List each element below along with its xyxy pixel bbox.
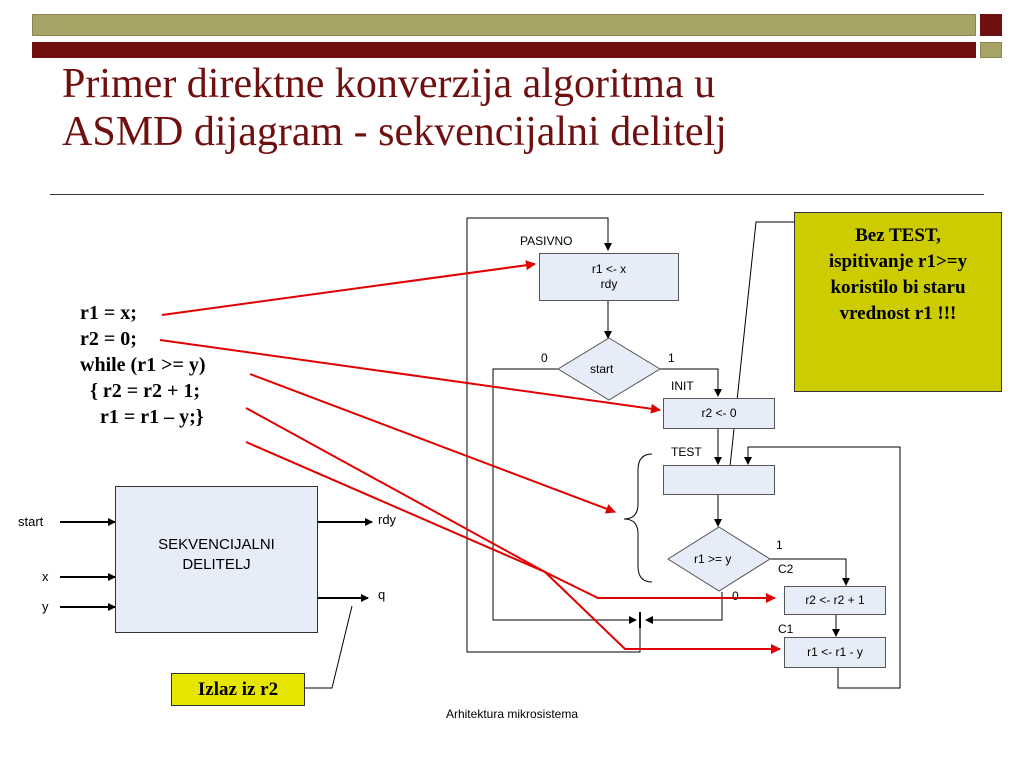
flow-cmp-no [645, 592, 723, 624]
divider-block: SEKVENCIJALNI DELITELJ [115, 486, 318, 633]
flow-start-yes [660, 368, 722, 397]
code-listing: r1 = x; r2 = 0; while (r1 >= y) { r2 = r… [80, 300, 206, 430]
map-while [249, 373, 616, 514]
pin-x-label: x [42, 569, 49, 584]
state-test-name: TEST [671, 445, 702, 459]
header-square-olive [980, 42, 1002, 58]
state-c1-op: r1 <- r1 - y [807, 645, 863, 659]
test-brace [623, 453, 653, 583]
pin-q-label: q [378, 587, 386, 602]
pin-start-label: start [18, 514, 44, 529]
decision-cmp-diamond [667, 526, 771, 592]
decision-cmp-no: 0 [732, 589, 739, 603]
code-line: r1 = x; [80, 302, 137, 324]
state-c1-box: r1 <- r1 - y [784, 637, 886, 668]
block-name-line2: DELITELJ [182, 556, 251, 573]
map-r1-x [161, 260, 536, 316]
output-note-leader [305, 605, 353, 689]
map-r2-0 [159, 339, 661, 414]
footer-text: Arhitektura mikrosistema [445, 707, 579, 721]
header-bar-olive [32, 14, 976, 36]
test-note-leader [728, 221, 794, 477]
flow-cmp-yes [770, 558, 850, 586]
state-init-box: r2 <- 0 [663, 398, 775, 429]
slide-title: Primer direktne konverzija algoritma u A… [62, 60, 1002, 156]
title-divider [50, 194, 984, 195]
state-c2-name: C2 [778, 562, 794, 576]
flow-start-no [492, 368, 637, 624]
state-pasivno-op1: r1 <- x [591, 262, 627, 276]
header-bar-red [32, 42, 976, 58]
pin-rdy-label: rdy [378, 512, 397, 527]
decision-cmp-yes: 1 [776, 538, 783, 552]
code-line: r2 = 0; [80, 328, 137, 350]
map-r1-dec [245, 441, 781, 654]
header-square-red [980, 14, 1002, 36]
pin-y-label: y [42, 599, 49, 614]
state-c2-box: r2 <- r2 + 1 [784, 586, 886, 615]
state-init-name: INIT [671, 379, 694, 393]
slide-title-line1: Primer direktne konverzija algoritma u [62, 61, 716, 107]
block-name-line1: SEKVENCIJALNI [158, 536, 275, 553]
test-note-line: vrednost r1 !!! [839, 303, 957, 324]
state-c1-name: C1 [778, 622, 794, 636]
test-note-line: koristilo bi staru [830, 277, 966, 298]
test-note-line: Bez TEST, [855, 225, 941, 246]
test-note-line: ispitivanje r1>=y [828, 251, 968, 272]
flow-c1-test [744, 446, 901, 689]
code-line: { r2 = r2 + 1; [80, 380, 201, 402]
output-note-callout: Izlaz iz r2 [171, 673, 305, 706]
state-init-op: r2 <- 0 [701, 406, 737, 420]
state-pasivno-op2: rdy [600, 277, 618, 291]
code-line: r1 = r1 – y;} [80, 406, 204, 428]
decision-start-yes: 1 [668, 351, 675, 365]
output-note-text: Izlaz iz r2 [197, 679, 279, 700]
state-pasivno-name: PASIVNO [520, 234, 573, 248]
decision-start-label: start [590, 362, 614, 376]
state-pasivno-box: r1 <- x rdy [539, 253, 679, 301]
test-note-callout: Bez TEST, ispitivanje r1>=y koristilo bi… [794, 212, 1002, 392]
slide-title-line2: ASMD dijagram - sekvencijalni delitelj [62, 109, 727, 155]
decision-start-diamond [557, 337, 661, 401]
state-c2-op: r2 <- r2 + 1 [805, 593, 865, 607]
decision-cmp-label: r1 >= y [694, 552, 732, 566]
state-test-box [663, 465, 775, 495]
decision-start-no: 0 [541, 351, 548, 365]
code-line: while (r1 >= y) [80, 354, 206, 376]
map-r2-inc [245, 407, 776, 603]
